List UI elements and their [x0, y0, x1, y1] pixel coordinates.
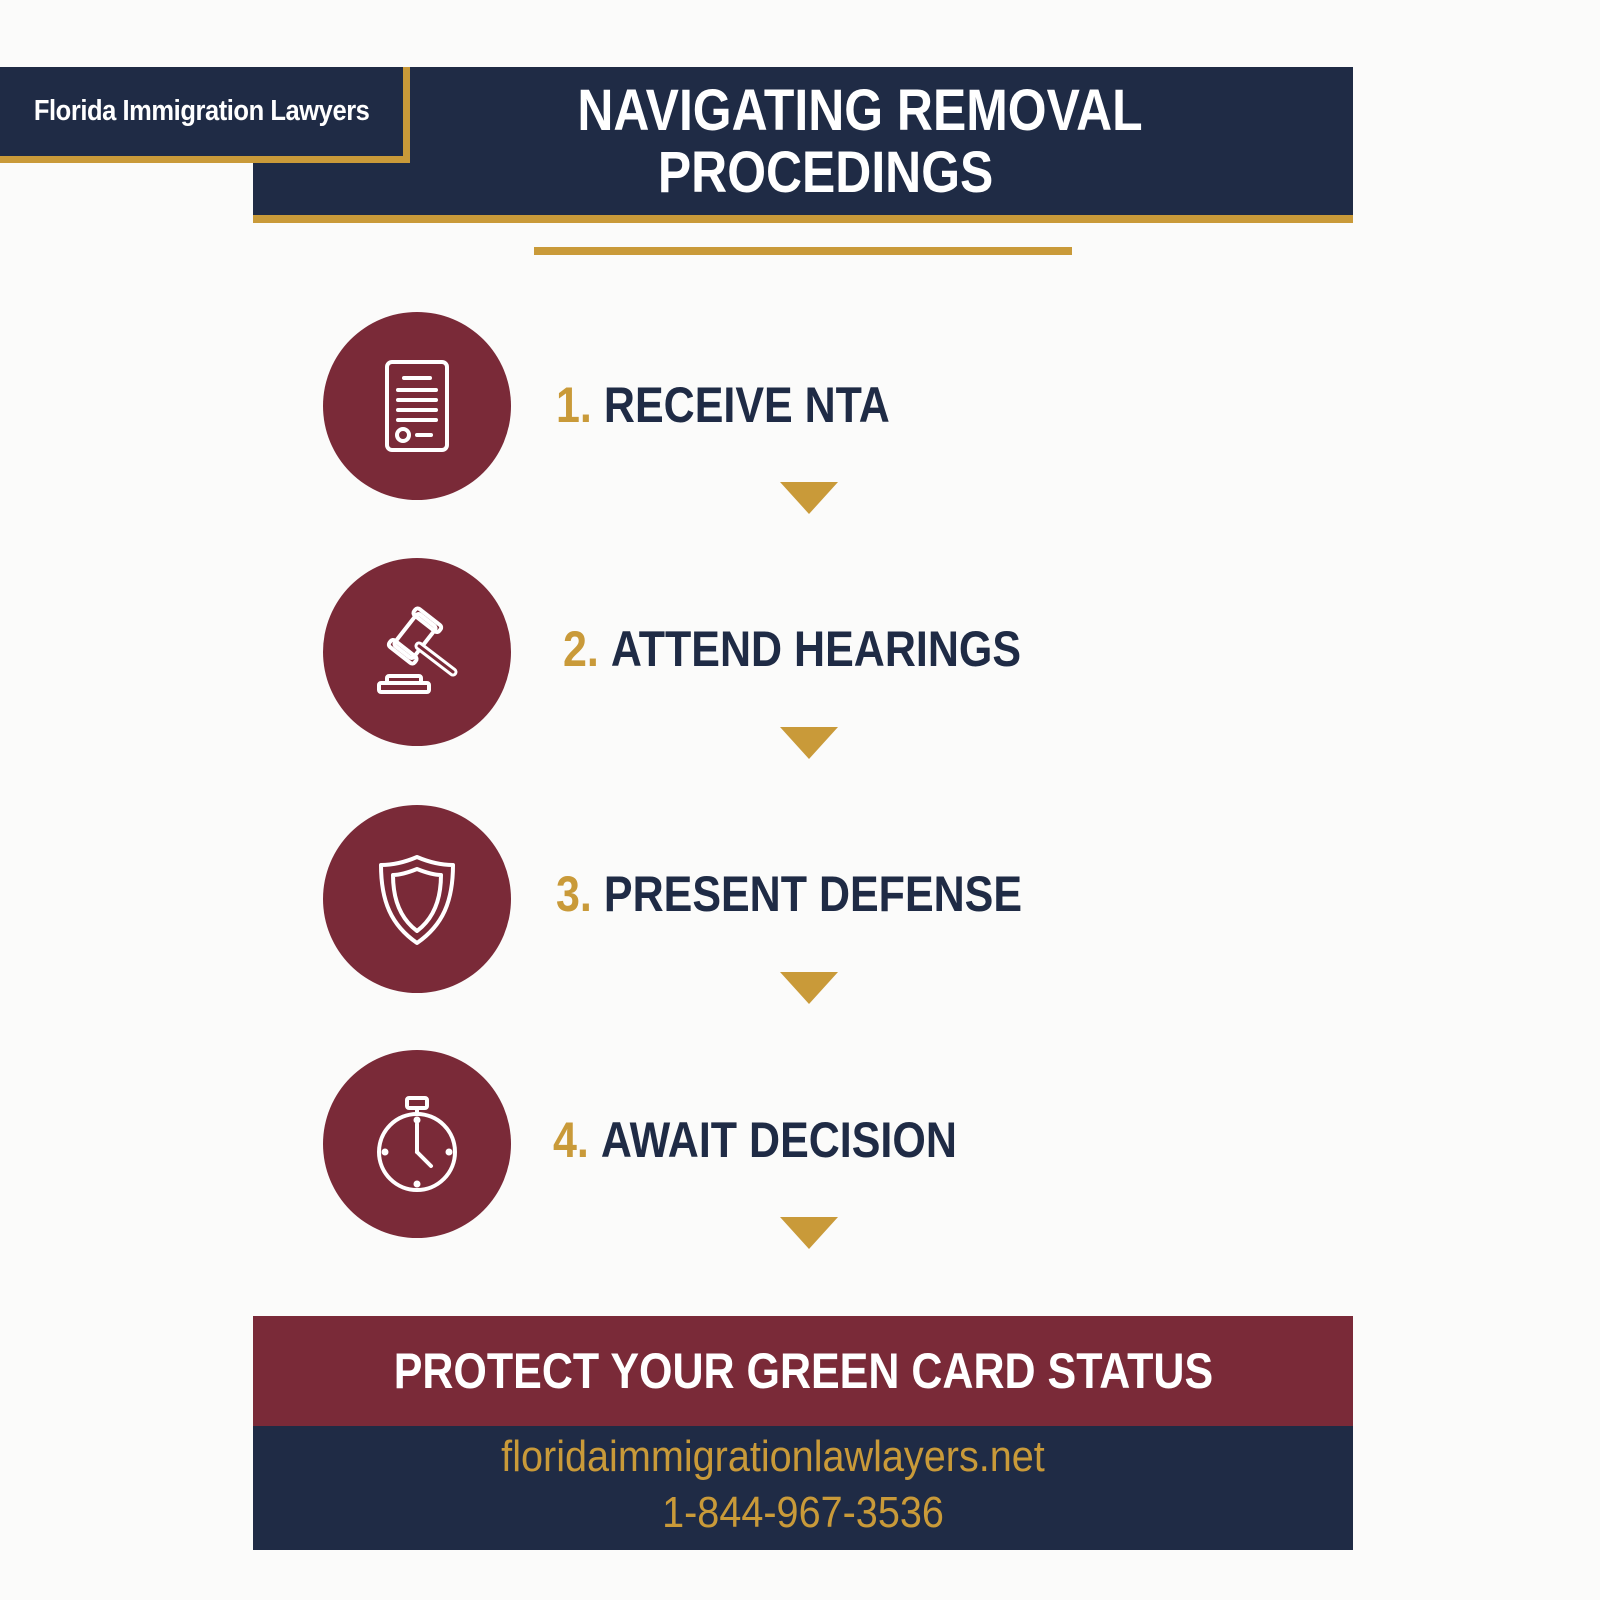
step-1-label: 1.RECEIVE NTA [556, 377, 890, 433]
title-underline [253, 215, 1353, 223]
cta-text: PROTECT YOUR GREEN CARD STATUS [393, 1343, 1213, 1399]
phone-number[interactable]: 1-844-967-3536 [662, 1488, 944, 1537]
website-link[interactable]: floridaimmigrationlawlayers.net [501, 1432, 1045, 1481]
cta-banner: PROTECT YOUR GREEN CARD STATUS [253, 1316, 1353, 1426]
arrow-down-icon [780, 1217, 838, 1249]
step-1-badge [323, 312, 511, 500]
brand-badge: Florida Immigration Lawyers [0, 67, 410, 163]
brand-name: Florida Immigration Lawyers [33, 95, 370, 127]
page-title: NAVIGATING REMOVAL PROCEDINGS [473, 80, 1247, 204]
divider [534, 247, 1072, 255]
stopwatch-icon [377, 1096, 457, 1192]
step-2-badge [323, 558, 511, 746]
step-4-badge [323, 1050, 511, 1238]
contact-panel: floridaimmigrationlawlayers.net 1-844-96… [253, 1426, 1353, 1550]
document-icon [385, 360, 449, 452]
step-2-label: 2.ATTEND HEARINGS [563, 621, 1022, 677]
shield-icon [379, 855, 455, 945]
gavel-icon [377, 606, 458, 694]
arrow-down-icon [780, 727, 838, 759]
step-3-badge [323, 805, 511, 993]
title-banner [253, 67, 1353, 215]
arrow-down-icon [780, 482, 838, 514]
page-title-line1: NAVIGATING REMOVAL [577, 78, 1143, 143]
page-title-line2: PROCEDINGS [657, 140, 994, 205]
step-3-label: 3.PRESENT DEFENSE [556, 866, 1023, 922]
arrow-down-icon [780, 972, 838, 1004]
step-4-label: 4.AWAIT DECISION [553, 1112, 957, 1168]
